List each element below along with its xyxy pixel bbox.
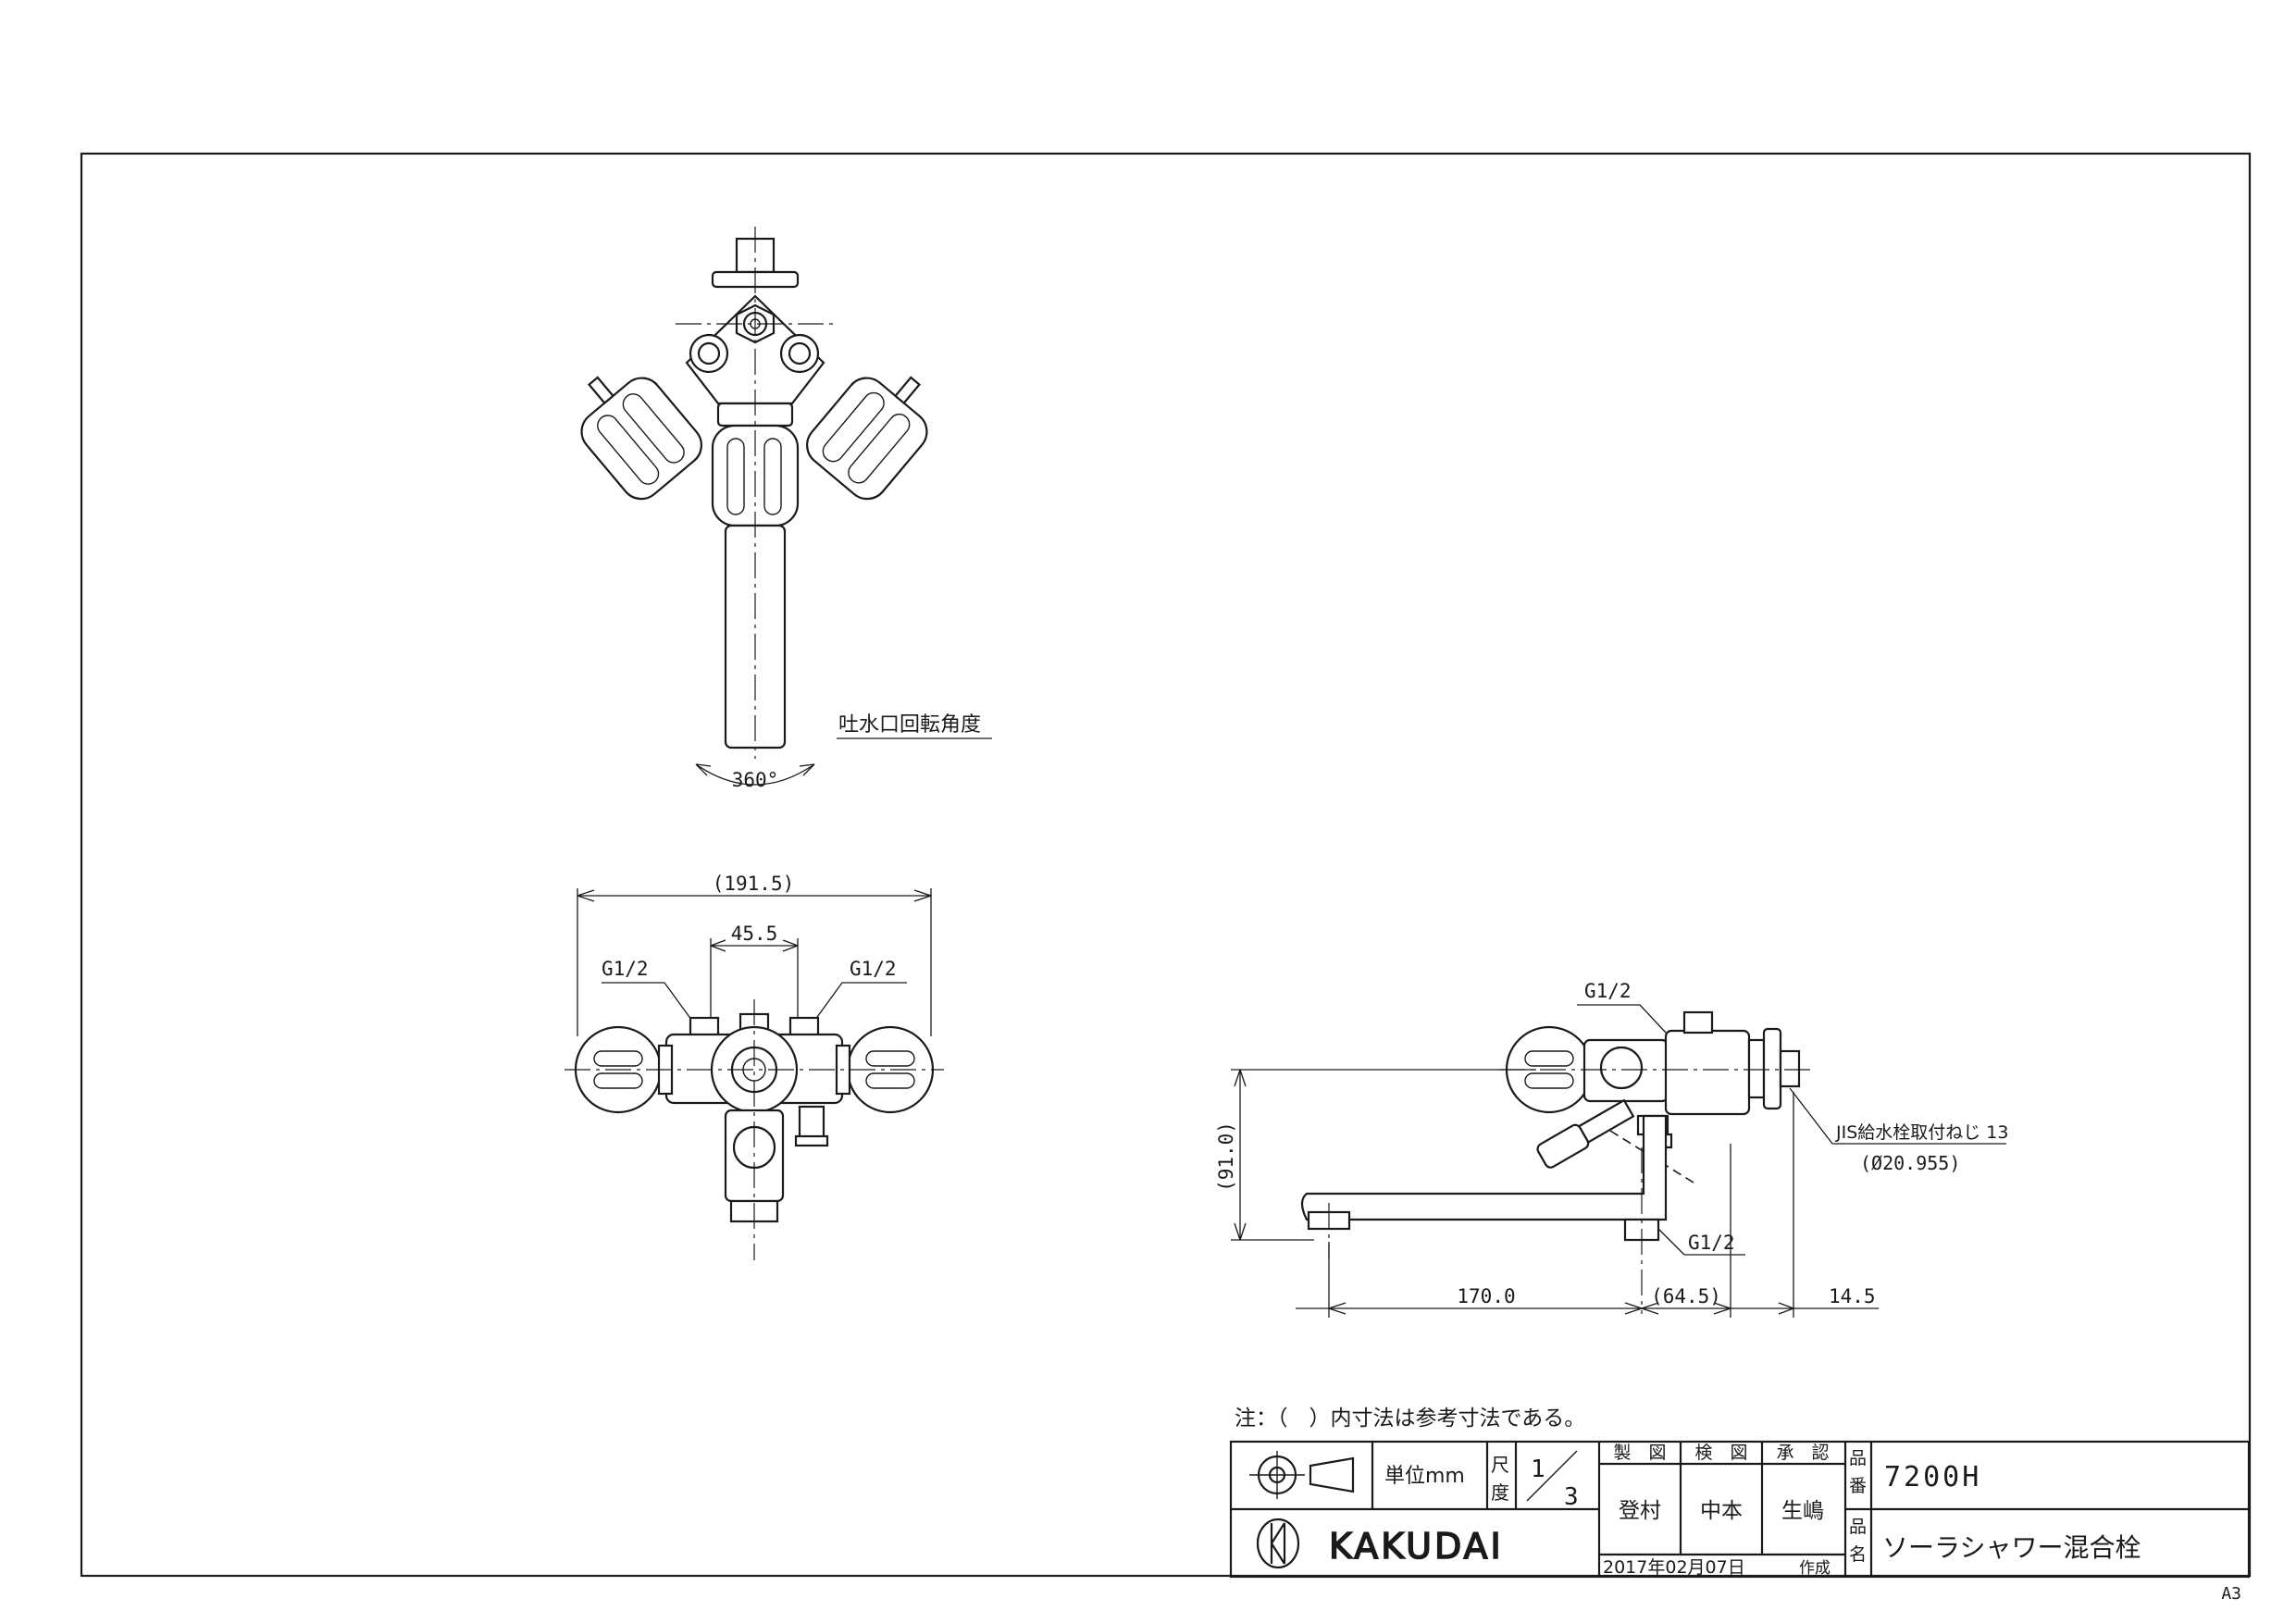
svg-text:KAKUDAI: KAKUDAI: [1329, 1526, 1504, 1567]
unit-label: 単位mm: [1384, 1465, 1465, 1488]
rotation-angle-label: 360°: [732, 769, 779, 791]
overall-width-dim: (191.5): [713, 873, 795, 895]
checked-label: 検 図: [1694, 1443, 1747, 1463]
checked-by: 中本: [1700, 1499, 1743, 1523]
spout-length-dim: 170.0: [1457, 1285, 1515, 1307]
created-label: 作成: [1799, 1559, 1831, 1578]
approved-label: 承 認: [1776, 1443, 1829, 1463]
side-bottom-thread-label: G1/2: [1688, 1232, 1735, 1254]
product-name: ソーラシャワー混合栓: [1882, 1532, 2141, 1563]
scale-numerator: 1: [1531, 1456, 1545, 1483]
scale-label-top: 尺: [1491, 1454, 1509, 1476]
front-left-thread-label: G1/2: [602, 958, 649, 980]
side-view: G1/2 (91.0): [1215, 980, 2008, 1318]
rotation-note-label: 吐水口回転角度: [838, 713, 981, 737]
front-right-thread-label: G1/2: [850, 958, 897, 980]
title-block: 注：（ ）内寸法は参考寸法である。 単位mm 尺 度 1 3: [1229, 1406, 2251, 1604]
reference-note: 注：（ ）内寸法は参考寸法である。: [1235, 1406, 1585, 1431]
center-spacing-dim: 45.5: [731, 923, 778, 945]
jis-thread-label: JIS給水栓取付ねじ 13: [1835, 1122, 2008, 1143]
top-view: 360° 吐水口回転角度: [580, 227, 992, 791]
part-number: 7200H: [1884, 1461, 1981, 1493]
front-view: (191.5) 45.5 G1/2 G1/2: [565, 873, 944, 1260]
name-label-bottom: 名: [1849, 1544, 1867, 1565]
jis-diameter-label: (Ø20.955): [1860, 1152, 1960, 1174]
height-dim: (91.0): [1215, 1121, 1237, 1192]
scale-denominator: 3: [1564, 1483, 1579, 1511]
approved-by: 生嶋: [1781, 1499, 1824, 1523]
sheet-size: A3: [2221, 1584, 2241, 1604]
drawn-label: 製 図: [1613, 1443, 1666, 1463]
projection-symbol: [1249, 1451, 1355, 1499]
drawing-frame: [80, 152, 2252, 1578]
flange-dim: 14.5: [1829, 1285, 1876, 1307]
side-top-thread-label: G1/2: [1584, 980, 1632, 1002]
kakudai-logo: KAKUDAI: [1256, 1518, 1504, 1569]
scale-label-bottom: 度: [1491, 1481, 1509, 1504]
part-no-label-top: 品: [1849, 1448, 1867, 1468]
name-label-top: 品: [1849, 1517, 1867, 1537]
creation-date: 2017年02月07日: [1603, 1557, 1745, 1578]
part-no-label-bottom: 番: [1849, 1476, 1867, 1496]
body-depth-dim: (64.5): [1651, 1285, 1721, 1307]
drawn-by: 登村: [1619, 1499, 1661, 1523]
